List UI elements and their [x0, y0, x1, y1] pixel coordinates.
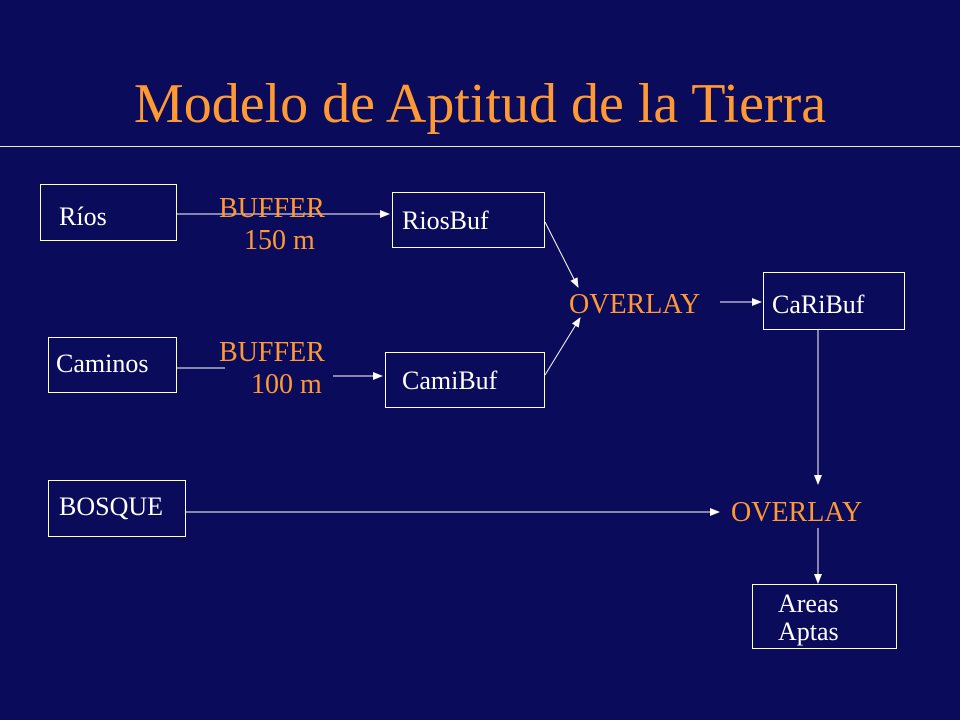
caribuf-box: CaRiBuf [763, 272, 905, 330]
arrow-riosbuf-to-overlay [544, 221, 579, 288]
caribuf-label: CaRiBuf [772, 290, 865, 319]
areas-aptas-line2: Aptas [778, 617, 839, 646]
bosque-box: BOSQUE [48, 480, 186, 537]
arrow-camibuf-to-overlay [544, 317, 581, 376]
buffer-distance-caminos: 100 m [251, 369, 322, 400]
overlay-op-2: OVERLAY [731, 497, 863, 528]
buffer-op-rios: BUFFER [219, 193, 325, 224]
rios-label: Ríos [59, 202, 107, 231]
areas-aptas-box: Areas Aptas [752, 584, 897, 649]
camibuf-label: CamiBuf [402, 366, 498, 395]
rios-box: Ríos [40, 184, 177, 241]
caminos-label: Caminos [56, 349, 149, 378]
bosque-label: BOSQUE [59, 492, 164, 521]
title-divider [0, 146, 960, 147]
buffer-distance-rios: 150 m [244, 225, 315, 256]
camibuf-box: CamiBuf [385, 352, 545, 408]
areas-aptas-line1: Areas [778, 589, 839, 618]
riosbuf-label: RiosBuf [402, 206, 489, 235]
caminos-box: Caminos [48, 337, 177, 393]
overlay-op-1: OVERLAY [569, 289, 701, 320]
buffer-op-caminos: BUFFER [219, 337, 325, 368]
slide-title: Modelo de Aptitud de la Tierra [133, 73, 827, 135]
riosbuf-box: RiosBuf [392, 192, 545, 248]
